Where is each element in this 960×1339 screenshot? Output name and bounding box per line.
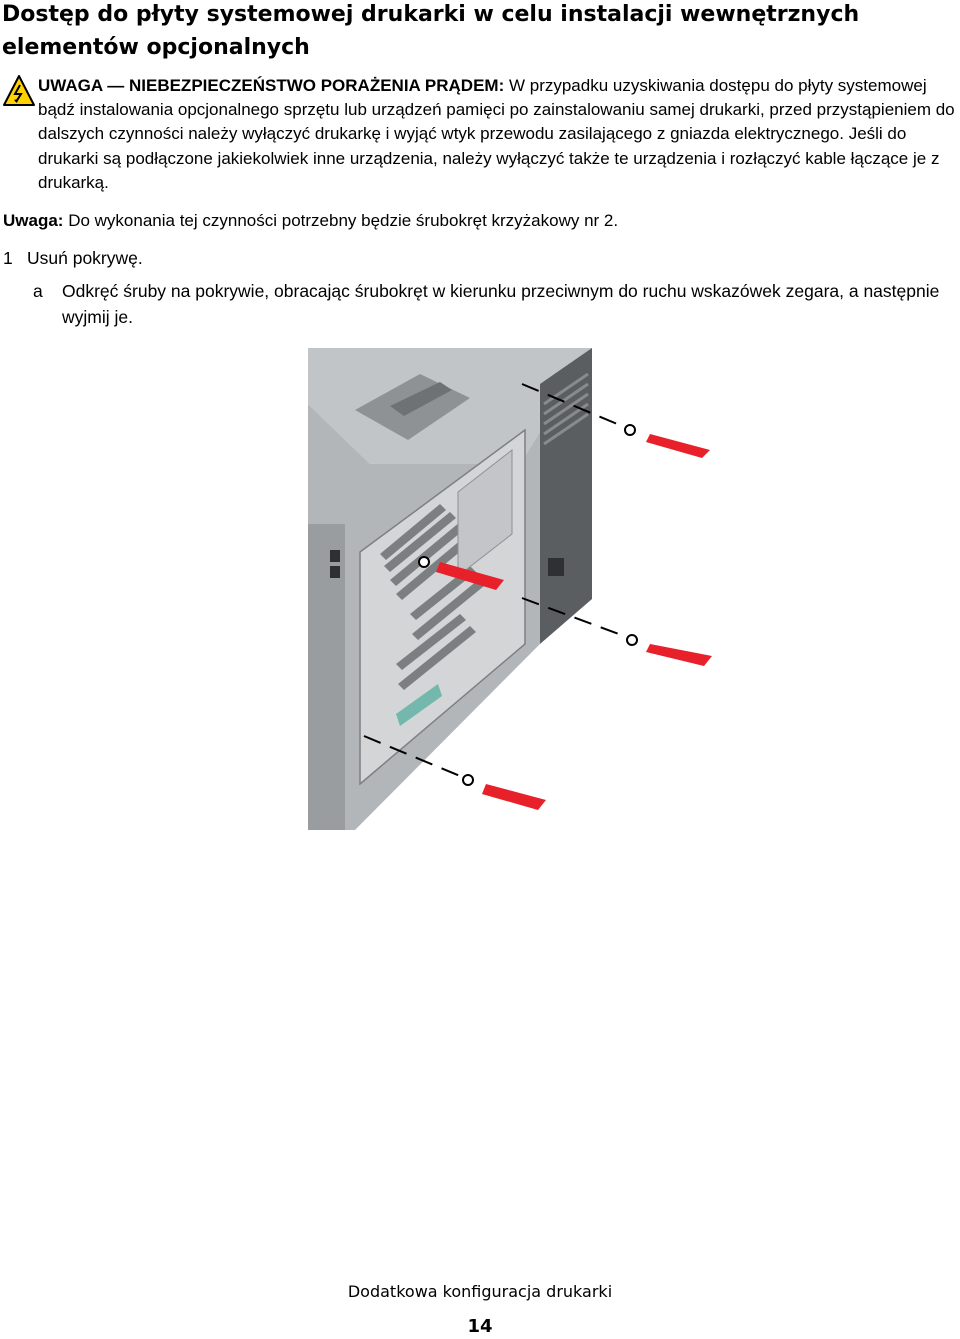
arrow-bottom <box>482 784 546 810</box>
arrow-top <box>646 434 710 458</box>
caution-paragraph: UWAGA — NIEBEZPIECZEŃSTWO PORAŻENIA PRĄD… <box>38 74 958 195</box>
step-number: 1 <box>3 248 13 268</box>
screw-left <box>418 556 430 568</box>
substep-text: Odkręć śruby na pokrywie, obracając śrub… <box>62 281 940 327</box>
cover-tab <box>396 684 442 726</box>
page-title: Dostęp do płyty systemowej drukarki w ce… <box>2 2 860 60</box>
note-text: Do wykonania tej czynności potrzebny będ… <box>63 211 619 230</box>
substep-a: a Odkręć śruby na pokrywie, obracając śr… <box>33 278 958 330</box>
arrow-left <box>436 562 504 590</box>
note-paragraph: Uwaga: Do wykonania tej czynności potrze… <box>3 209 953 233</box>
note-label: Uwaga: <box>3 211 64 230</box>
substep-letter: a <box>33 281 43 301</box>
step-text: Usuń pokrywę. <box>27 248 143 268</box>
power-port <box>548 558 564 576</box>
footer-section-title: Dodatkowa konfiguracja drukarki <box>347 1282 613 1301</box>
arrow-right <box>646 644 712 666</box>
step-1: 1 Usuń pokrywę. <box>3 246 143 270</box>
electric-shock-warning-icon <box>3 75 35 106</box>
cover-vents <box>380 504 484 690</box>
caution-text: W przypadku uzyskiwania dostępu do płyty… <box>38 76 955 192</box>
screw-top <box>521 383 636 436</box>
printer-cover-screws-illustration <box>308 348 712 830</box>
caution-label: UWAGA — NIEBEZPIECZEŃSTWO PORAŻENIA PRĄD… <box>38 76 505 95</box>
page-number: 14 <box>467 1316 493 1337</box>
screw-right <box>521 597 638 646</box>
screw-bottom <box>363 735 474 786</box>
